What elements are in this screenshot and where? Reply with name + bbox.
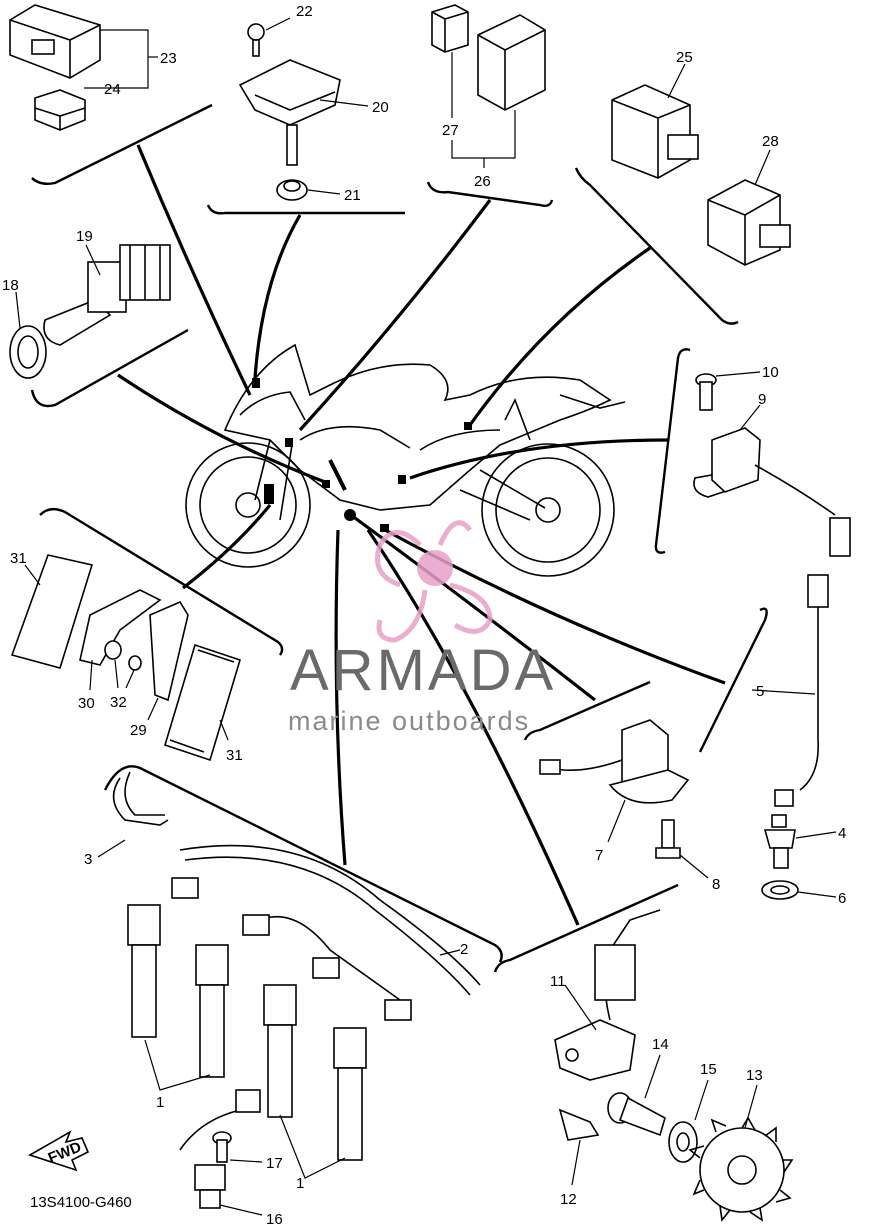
callout-19: 19 — [76, 228, 93, 245]
part-washer-32 — [104, 640, 142, 671]
part-bolt-8 — [655, 819, 681, 859]
callout-20: 20 — [372, 99, 389, 116]
callout-17: 17 — [266, 1155, 283, 1172]
callout-7: 7 — [595, 847, 603, 864]
callout-10: 10 — [762, 364, 779, 381]
callout-14: 14 — [652, 1036, 669, 1053]
diagram-code: 13S4100-G460 — [30, 1194, 132, 1211]
part-relay-23 — [9, 4, 101, 79]
part-bracket-30 — [79, 589, 162, 666]
callout-5: 5 — [756, 683, 764, 700]
callout-24: 24 — [104, 81, 121, 98]
callout-22: 22 — [296, 3, 313, 20]
part-clamp-3 — [112, 771, 169, 826]
part-reflector-31-left — [10, 554, 94, 669]
callout-27: 27 — [442, 122, 459, 139]
part-bracket-29 — [149, 600, 189, 702]
part-gasket-18 — [9, 325, 47, 379]
watermark-logo — [375, 520, 493, 643]
callout-numbers: 22 23 24 20 21 27 26 25 28 19 18 10 9 31… — [2, 3, 846, 1228]
part-reflector-31-right — [164, 643, 241, 762]
callout-4: 4 — [838, 825, 846, 842]
part-gasket-6 — [761, 880, 799, 900]
part-bolt-10 — [695, 373, 717, 411]
part-bolt-12 — [558, 1108, 600, 1141]
part-sensor-20 — [238, 59, 341, 166]
watermark-brand: ARMADA — [290, 638, 556, 703]
callout-11: 11 — [550, 973, 566, 990]
callout-15: 15 — [700, 1061, 717, 1078]
part-unit-25 — [611, 84, 699, 179]
callout-31-bottom: 31 — [226, 747, 243, 764]
callout-30: 30 — [78, 695, 95, 712]
callout-9: 9 — [758, 391, 766, 408]
callout-12: 12 — [560, 1191, 577, 1208]
callout-13: 13 — [746, 1067, 763, 1084]
part-bolt-17 — [212, 1131, 232, 1163]
watermark: ARMADA marine outboards — [288, 520, 556, 736]
part-grommet-21 — [276, 179, 308, 201]
part-sensor-16 — [179, 1089, 261, 1209]
part-lead-5 — [774, 574, 829, 807]
callout-1-left: 1 — [156, 1094, 164, 1111]
fwd-arrow-icon: FWD — [28, 1130, 90, 1172]
callout-18: 18 — [2, 277, 19, 294]
callout-8: 8 — [712, 876, 720, 893]
part-screw-22 — [247, 23, 265, 57]
callout-1-right: 1 — [296, 1175, 304, 1192]
callout-32: 32 — [110, 694, 127, 711]
part-coupler-24 — [34, 89, 86, 131]
part-unit-28 — [707, 179, 791, 266]
part-rotor-13 — [688, 1116, 794, 1222]
group-brackets — [30, 103, 768, 973]
part-harness-2 — [171, 844, 481, 1021]
callout-28: 28 — [762, 133, 779, 150]
part-sensor-11 — [554, 909, 661, 1081]
callout-23: 23 — [160, 50, 177, 67]
watermark-tagline: marine outboards — [288, 706, 530, 736]
callout-29: 29 — [130, 722, 147, 739]
part-sensor-19 — [43, 244, 171, 346]
callout-2: 2 — [460, 941, 468, 958]
callout-31-top: 31 — [10, 550, 27, 567]
callout-16: 16 — [266, 1211, 283, 1228]
part-relay-26 — [477, 14, 546, 111]
part-sensor-7 — [539, 719, 690, 804]
callout-6: 6 — [838, 890, 846, 907]
callout-25: 25 — [676, 49, 693, 66]
motorcycle-illustration — [185, 343, 626, 577]
part-sensor-9 — [693, 427, 851, 557]
part-coils-1 — [127, 904, 367, 1161]
callout-26: 26 — [474, 173, 491, 190]
part-washer-15 — [668, 1121, 698, 1163]
part-switch-4 — [763, 814, 796, 869]
group-leaders — [117, 144, 726, 926]
part-bolt-14 — [607, 1092, 666, 1137]
callout-3: 3 — [84, 851, 92, 868]
callout-21: 21 — [344, 187, 361, 204]
part-relay-27 — [431, 4, 469, 53]
